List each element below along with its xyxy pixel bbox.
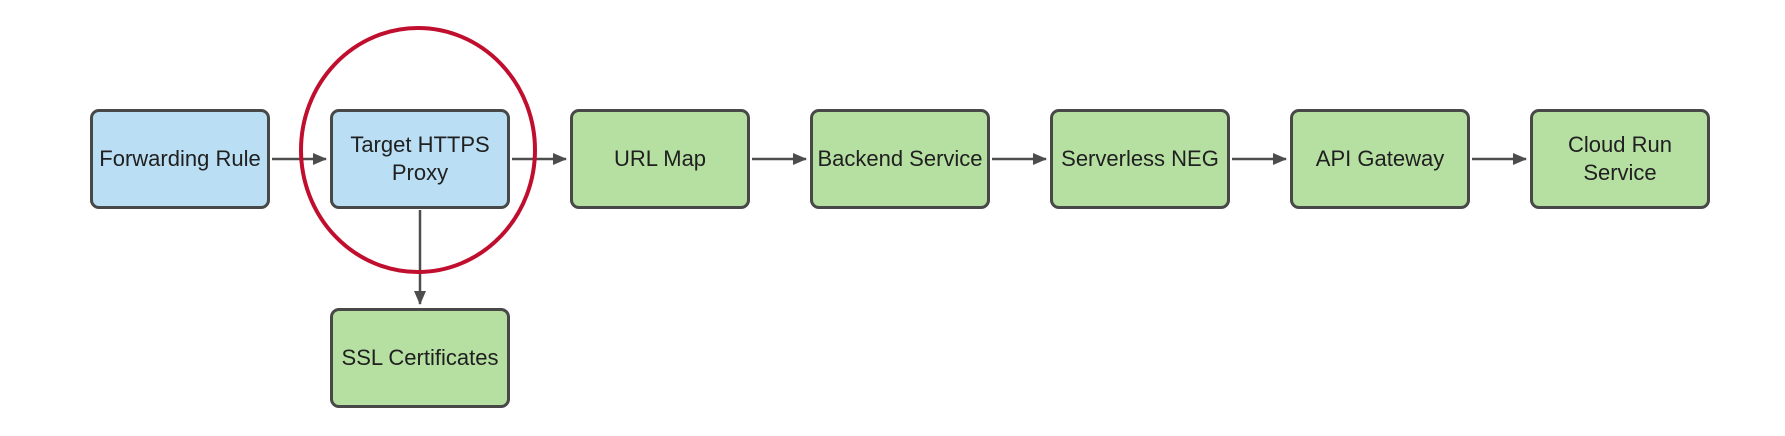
node-label: Backend Service bbox=[817, 146, 983, 171]
node-cloud-run-service: Cloud Run Service bbox=[1530, 109, 1710, 209]
node-forwarding-rule: Forwarding Rule bbox=[90, 109, 270, 209]
node-ssl-certificates: SSL Certificates bbox=[330, 308, 510, 408]
node-backend-service: Backend Service bbox=[810, 109, 990, 209]
node-target-https-proxy: Target HTTPS Proxy bbox=[330, 109, 510, 209]
node-label: Target HTTPS Proxy bbox=[350, 132, 490, 185]
node-label: Cloud Run Service bbox=[1568, 132, 1672, 185]
node-serverless-neg: Serverless NEG bbox=[1050, 109, 1230, 209]
node-api-gateway: API Gateway bbox=[1290, 109, 1470, 209]
node-label: API Gateway bbox=[1315, 146, 1445, 171]
node-label: Forwarding Rule bbox=[99, 146, 261, 171]
node-label: URL Map bbox=[613, 146, 707, 171]
node-label: Serverless NEG bbox=[1061, 146, 1219, 171]
node-url-map: URL Map bbox=[570, 109, 750, 209]
node-label: SSL Certificates bbox=[341, 345, 499, 370]
